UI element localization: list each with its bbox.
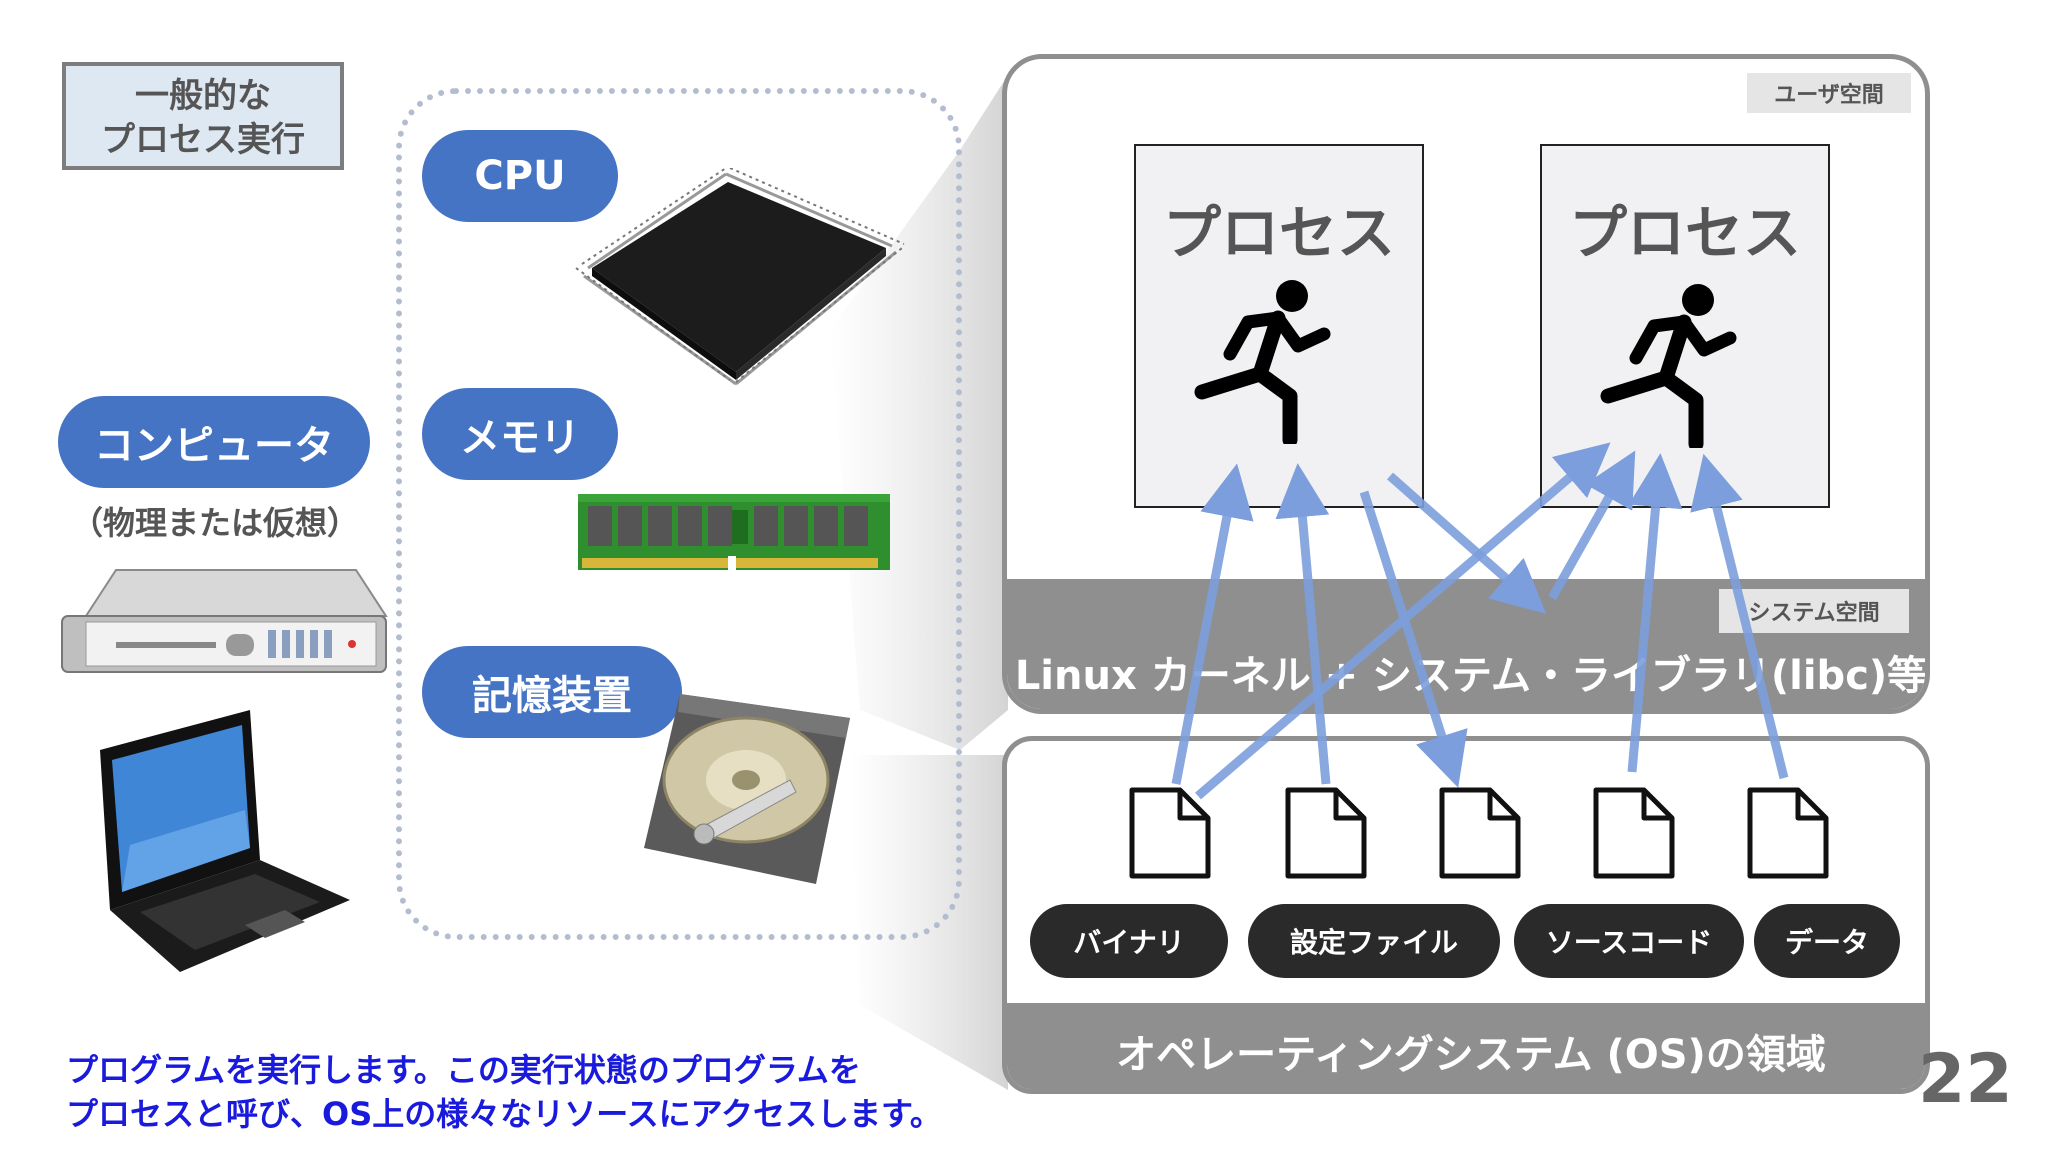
computer-pill: コンピュータ: [58, 396, 370, 488]
process-2-label: プロセス: [1568, 199, 1801, 267]
user-space-tag-label: ユーザ空間: [1774, 83, 1884, 108]
file-icon: [1439, 787, 1521, 879]
file-icon: [1285, 787, 1367, 879]
os-area-band: オペレーティングシステム (OS)の領域: [1007, 1003, 1925, 1089]
file-type-source-label: ソースコード: [1545, 926, 1713, 959]
file-type-config: 設定ファイル: [1248, 904, 1500, 978]
hard-disk-icon: [644, 694, 850, 884]
process-box-2: プロセス: [1540, 144, 1830, 508]
system-space-tag-label: システム空間: [1748, 601, 1880, 626]
system-space-label: Linux カーネル + システム・ライブラリ(libc)等: [1014, 653, 1928, 699]
file-type-binary: バイナリ: [1030, 904, 1228, 978]
cpu-chip-icon: [575, 168, 905, 386]
memory-module-icon: [578, 494, 890, 574]
storage-pill: 記憶装置: [422, 646, 682, 738]
running-person-icon: [1600, 284, 1737, 448]
hardware-container: [396, 88, 962, 940]
memory-label: メモリ: [460, 415, 580, 461]
file-type-source: ソースコード: [1514, 904, 1744, 978]
file-type-data: データ: [1754, 904, 1900, 978]
slide-title-line1: 一般的な: [135, 76, 271, 116]
file-type-data-label: データ: [1784, 926, 1869, 959]
computer-sub-label: （物理または仮想）: [70, 504, 359, 542]
computer-label: コンピュータ: [94, 423, 334, 469]
cpu-pill: CPU: [422, 130, 618, 222]
system-space-tag: システム空間: [1719, 589, 1909, 633]
server-icon: [61, 569, 388, 673]
cpu-label: CPU: [474, 153, 566, 199]
storage-label: 記憶装置: [472, 673, 632, 719]
page-number: 22: [1918, 1040, 2013, 1119]
caption-line2: プロセスと呼び、OS上の様々なリソースにアクセスします。: [66, 1095, 942, 1133]
file-type-config-label: 設定ファイル: [1289, 926, 1458, 959]
laptop-icon: [100, 710, 350, 972]
file-icon: [1747, 787, 1829, 879]
file-icon: [1593, 787, 1675, 879]
running-person-icon: [1194, 280, 1331, 444]
file-type-binary-label: バイナリ: [1073, 926, 1185, 959]
slide-title-box: 一般的な プロセス実行: [62, 62, 344, 170]
user-space-tag: ユーザ空間: [1747, 73, 1911, 113]
memory-pill: メモリ: [422, 388, 618, 480]
slide-caption: プログラムを実行します。この実行状態のプログラムを プロセスと呼び、OS上の様々…: [66, 1048, 942, 1136]
os-area-label: オペレーティングシステム (OS)の領域: [1116, 1032, 1826, 1078]
slide-title-line2: プロセス実行: [101, 120, 305, 160]
file-icon: [1129, 787, 1211, 879]
upper-wedge: [830, 75, 1008, 750]
process-box-1: プロセス: [1134, 144, 1424, 508]
process-1-label: プロセス: [1162, 199, 1395, 267]
caption-line1: プログラムを実行します。この実行状態のプログラムを: [66, 1051, 861, 1089]
